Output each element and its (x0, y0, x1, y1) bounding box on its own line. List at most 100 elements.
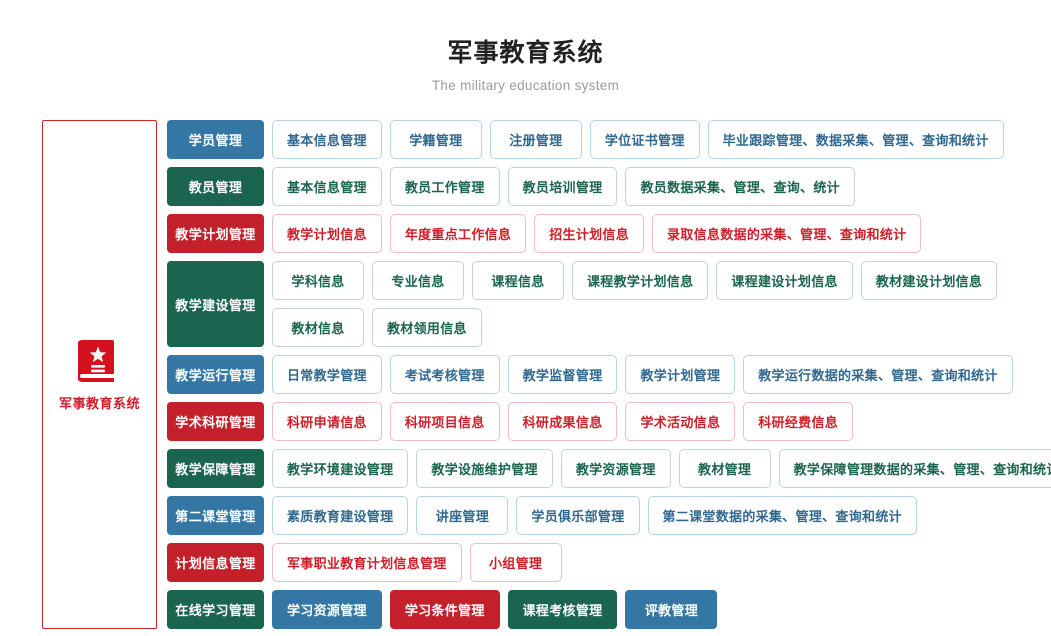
brand-panel: 军事教育系统 (42, 120, 157, 630)
module-item-button[interactable]: 教学环境建设管理 (272, 449, 409, 489)
brand-label: 军事教育系统 (58, 395, 140, 411)
module-item-line: 教学计划信息年度重点工作信息招生计划信息录取信息数据的采集、管理、查询和统计 (272, 214, 1051, 254)
module-item-line: 军事职业教育计划信息管理小组管理 (272, 543, 1051, 583)
module-item-group: 教学计划信息年度重点工作信息招生计划信息录取信息数据的采集、管理、查询和统计 (272, 214, 1051, 254)
module-item-button[interactable]: 第二课堂数据的采集、管理、查询和统计 (647, 496, 917, 536)
system-module-board: 军事教育系统 学员管理基本信息管理学籍管理注册管理学位证书管理毕业跟踪管理、数据… (0, 120, 1051, 630)
module-item-button[interactable]: 教员培训管理 (507, 167, 618, 207)
category-button[interactable]: 教员管理 (167, 167, 264, 207)
line-spacer (725, 590, 1051, 629)
module-item-button[interactable]: 学习资源管理 (272, 590, 382, 630)
line-spacer (1005, 261, 1051, 300)
module-item-button[interactable]: 毕业跟踪管理、数据采集、管理、查询和统计 (707, 120, 1004, 160)
module-item-button[interactable]: 教材信息 (272, 308, 364, 348)
module-item-button[interactable]: 教员数据采集、管理、查询、统计 (625, 167, 855, 207)
line-spacer (570, 543, 1051, 582)
module-item-button[interactable]: 教材建设计划信息 (860, 261, 998, 301)
category-button[interactable]: 教学保障管理 (167, 449, 264, 489)
category-button[interactable]: 学员管理 (167, 120, 264, 160)
line-spacer (929, 214, 1051, 253)
module-item-line: 学科信息专业信息课程信息课程教学计划信息课程建设计划信息教材建设计划信息 (272, 261, 1051, 301)
module-row: 教员管理基本信息管理教员工作管理教员培训管理教员数据采集、管理、查询、统计 (167, 167, 1051, 207)
module-item-button[interactable]: 课程信息 (472, 261, 564, 301)
module-item-button[interactable]: 科研经费信息 (743, 402, 854, 442)
module-item-button[interactable]: 学员俱乐部管理 (516, 496, 640, 536)
category-button[interactable]: 学术科研管理 (167, 402, 264, 442)
module-item-button[interactable]: 注册管理 (489, 120, 582, 160)
module-item-group: 科研申请信息科研项目信息科研成果信息学术活动信息科研经费信息 (272, 402, 1051, 442)
module-item-button[interactable]: 招生计划信息 (534, 214, 645, 254)
module-item-button[interactable]: 学习条件管理 (389, 590, 500, 630)
module-item-button[interactable]: 学科信息 (272, 261, 364, 301)
module-row: 教学建设管理学科信息专业信息课程信息课程教学计划信息课程建设计划信息教材建设计划… (167, 261, 1051, 348)
category-button[interactable]: 计划信息管理 (167, 543, 264, 583)
module-item-button[interactable]: 录取信息数据的采集、管理、查询和统计 (652, 214, 922, 254)
module-item-line: 学习资源管理学习条件管理课程考核管理评教管理 (272, 590, 1051, 630)
module-item-line: 基本信息管理学籍管理注册管理学位证书管理毕业跟踪管理、数据采集、管理、查询和统计 (272, 120, 1051, 160)
module-item-button[interactable]: 评教管理 (625, 590, 718, 630)
module-item-button[interactable]: 素质教育建设管理 (272, 496, 409, 536)
category-button[interactable]: 教学运行管理 (167, 355, 264, 395)
module-item-button[interactable]: 学术活动信息 (625, 402, 736, 442)
line-spacer (490, 308, 1051, 347)
module-item-button[interactable]: 日常教学管理 (272, 355, 382, 395)
module-row: 教学保障管理教学环境建设管理教学设施维护管理教学资源管理教材管理教学保障管理数据… (167, 449, 1051, 489)
book-star-icon (77, 338, 120, 384)
page-subtitle: The military education system (431, 78, 620, 94)
module-item-group: 学科信息专业信息课程信息课程教学计划信息课程建设计划信息教材建设计划信息教材信息… (272, 261, 1051, 348)
module-item-button[interactable]: 考试考核管理 (389, 355, 500, 395)
module-row: 教学计划管理教学计划信息年度重点工作信息招生计划信息录取信息数据的采集、管理、查… (167, 214, 1051, 254)
module-row: 学员管理基本信息管理学籍管理注册管理学位证书管理毕业跟踪管理、数据采集、管理、查… (167, 120, 1051, 160)
module-item-line: 科研申请信息科研项目信息科研成果信息学术活动信息科研经费信息 (272, 402, 1051, 442)
category-button[interactable]: 第二课堂管理 (167, 496, 264, 536)
line-spacer (1012, 120, 1051, 159)
page-header: 军事教育系统 The military education system (0, 0, 1051, 93)
line-spacer (863, 167, 1051, 206)
module-item-button[interactable]: 教学资源管理 (560, 449, 671, 489)
module-item-button[interactable]: 军事职业教育计划信息管理 (272, 543, 462, 583)
module-item-group: 基本信息管理学籍管理注册管理学位证书管理毕业跟踪管理、数据采集、管理、查询和统计 (272, 120, 1051, 160)
module-item-line: 教学环境建设管理教学设施维护管理教学资源管理教材管理教学保障管理数据的采集、管理… (272, 449, 1051, 489)
module-item-button[interactable]: 讲座管理 (416, 496, 509, 536)
module-item-button[interactable]: 教学计划信息 (272, 214, 382, 254)
line-spacer (861, 402, 1051, 441)
module-item-button[interactable]: 小组管理 (469, 543, 562, 583)
module-item-line: 教材信息教材领用信息 (272, 308, 1051, 348)
module-item-group: 日常教学管理考试考核管理教学监督管理教学计划管理教学运行数据的采集、管理、查询和… (272, 355, 1051, 395)
module-item-button[interactable]: 学籍管理 (389, 120, 482, 160)
module-item-button[interactable]: 课程考核管理 (507, 590, 618, 630)
module-item-button[interactable]: 教学监督管理 (507, 355, 618, 395)
module-item-button[interactable]: 课程教学计划信息 (572, 261, 709, 301)
module-row: 第二课堂管理素质教育建设管理讲座管理学员俱乐部管理第二课堂数据的采集、管理、查询… (167, 496, 1051, 536)
module-row: 学术科研管理科研申请信息科研项目信息科研成果信息学术活动信息科研经费信息 (167, 402, 1051, 442)
line-spacer (925, 496, 1051, 535)
module-item-button[interactable]: 教材领用信息 (372, 308, 482, 348)
module-item-button[interactable]: 基本信息管理 (272, 167, 382, 207)
module-item-button[interactable]: 年度重点工作信息 (389, 214, 527, 254)
module-item-button[interactable]: 科研申请信息 (272, 402, 382, 442)
category-button[interactable]: 在线学习管理 (167, 590, 264, 630)
category-button[interactable]: 教学计划管理 (167, 214, 264, 254)
module-item-group: 基本信息管理教员工作管理教员培训管理教员数据采集、管理、查询、统计 (272, 167, 1051, 207)
module-item-line: 素质教育建设管理讲座管理学员俱乐部管理第二课堂数据的采集、管理、查询和统计 (272, 496, 1051, 536)
module-item-button[interactable]: 科研成果信息 (507, 402, 618, 442)
module-row: 计划信息管理军事职业教育计划信息管理小组管理 (167, 543, 1051, 583)
module-item-group: 教学环境建设管理教学设施维护管理教学资源管理教材管理教学保障管理数据的采集、管理… (272, 449, 1051, 489)
module-item-button[interactable]: 教员工作管理 (389, 167, 500, 207)
module-item-button[interactable]: 教学设施维护管理 (416, 449, 553, 489)
module-item-button[interactable]: 专业信息 (372, 261, 464, 301)
module-item-button[interactable]: 基本信息管理 (272, 120, 382, 160)
module-item-group: 学习资源管理学习条件管理课程考核管理评教管理 (272, 590, 1051, 630)
page-title: 军事教育系统 (447, 39, 604, 67)
module-item-button[interactable]: 教材管理 (678, 449, 771, 489)
category-button[interactable]: 教学建设管理 (167, 261, 264, 348)
module-item-button[interactable]: 教学运行数据的采集、管理、查询和统计 (743, 355, 1013, 395)
module-item-button[interactable]: 学位证书管理 (589, 120, 700, 160)
module-item-button[interactable]: 课程建设计划信息 (716, 261, 853, 301)
module-item-button[interactable]: 教学保障管理数据的采集、管理、查询和统计 (778, 449, 1051, 489)
module-item-group: 素质教育建设管理讲座管理学员俱乐部管理第二课堂数据的采集、管理、查询和统计 (272, 496, 1051, 536)
module-item-button[interactable]: 科研项目信息 (389, 402, 500, 442)
module-row: 在线学习管理学习资源管理学习条件管理课程考核管理评教管理 (167, 590, 1051, 630)
module-item-button[interactable]: 教学计划管理 (625, 355, 736, 395)
line-spacer (1021, 355, 1051, 394)
